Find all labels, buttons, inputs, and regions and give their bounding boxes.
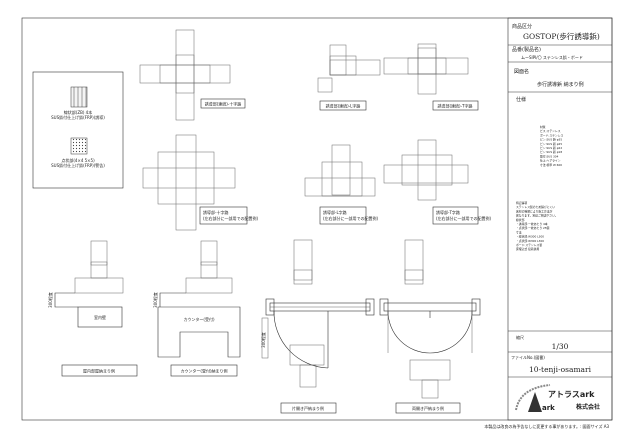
footer-note: 本製品は改良の為予告なしに変更する事があります。: 図面サイズ A3	[484, 423, 609, 429]
spec-line: 線状部	[516, 218, 525, 222]
spec-line: ・点状部:W300 L300	[516, 239, 544, 243]
dim-indoor: 300程度	[47, 292, 53, 308]
spec-line: ボード:ステンレス製	[516, 243, 542, 247]
file-value: 10-tenji-osamari	[529, 365, 592, 374]
spec-line: ピン:SUS 鋲 φ18	[540, 150, 562, 154]
line-block-sample	[70, 86, 88, 108]
caption-t-continuous: 誘導部(連続)-T字路	[437, 103, 472, 109]
caption-cross-partial-2: (左右部分に一部用での配置例)	[203, 215, 259, 221]
caption-l-continuous: 誘導部(連続)-L字路	[326, 103, 361, 109]
drawing-t-partial: 誘導部-T字路 (左右部分に一部用での配置例)	[383, 139, 492, 225]
drawing-name-value: 歩行誘導鋲 納まり例	[537, 81, 584, 88]
spec-block-2: 特記事項ステンレス製のため錆びにくい床材の種類により施工方法が異なります。別途ご…	[516, 201, 558, 251]
legend-box: 線状部(ZB) 4本 SUS鋲付仕上げ鋲(FRP)(誘導) 点状部(4×4 5×…	[32, 71, 124, 189]
scale-value: 1/30	[552, 342, 569, 351]
spec-line: ステンレス製のため錆びにくい	[516, 205, 555, 209]
spec-line: ・誘導部:一枚あたり 4本	[516, 222, 548, 226]
line-block-caption: 線状部(ZB) 4本	[64, 109, 92, 115]
spec-line: 床埋込式 接着併用	[516, 247, 539, 251]
caption-t-partial-2: (左右部分に一部用での配置例)	[436, 215, 492, 221]
svg-text:ark: ark	[542, 404, 555, 412]
drawing-l-continuous: 誘導部(連続)-L字路	[317, 44, 381, 111]
caption-t-partial: 誘導部-T字路	[436, 209, 460, 215]
product-value: ムーSIPI/〇 ステンレス鋲・ボード	[521, 54, 583, 60]
spec-line: 床材の種類により施工方法が	[516, 209, 553, 213]
file-label: ファイルNo.(図番)	[511, 354, 545, 360]
spec-line: ・線状部:W300 L300	[516, 235, 544, 239]
caption-l-partial: 誘導部-L字路	[323, 209, 347, 215]
dot-block-caption: 点状部(4×4 5×5)	[61, 157, 95, 163]
counter-label: カウンター(受付)	[183, 316, 215, 322]
drawing-indoor: 300程度 室内壁 屋内部屋納まり例	[47, 240, 138, 377]
indoor-room-label: 室内壁	[94, 314, 106, 320]
dim-single-door: 300程度	[260, 332, 266, 348]
company-logo: ark アトラスark 株式会社	[515, 384, 600, 412]
spec-line: 仕上:ヘアライン	[540, 159, 561, 163]
category-value: GOSTOP(歩行誘導鋲)	[523, 31, 600, 41]
spec-line: ピン:SUS 鋲 φ35	[540, 138, 562, 142]
drawing-name-label: 図面名	[514, 68, 529, 75]
caption-cross-partial: 誘導部-十字路	[203, 209, 228, 215]
company-name: アトラスark	[548, 390, 595, 399]
spec-line: ピン:SUS 鋲 φ22	[540, 146, 562, 150]
caption-l-partial-2: (左右部分に一部用での配置例)	[323, 215, 379, 221]
title-block: 商品区分 GOSTOP(歩行誘導鋲) 品番(製品名) ムーSIPI/〇 ステンレ…	[507, 17, 613, 421]
scale-label: 縮尺	[516, 334, 524, 340]
dot-block-sample	[70, 137, 88, 155]
product-label: 品番(製品名)	[512, 46, 541, 53]
category-label: 商品区分	[512, 23, 532, 30]
spec-line: 取付:SUS 304	[540, 154, 559, 158]
drawing-double-door: 両開き戸納まり例	[379, 239, 481, 414]
company-suffix: 株式会社	[576, 403, 600, 411]
spec-line: 寸法	[516, 230, 522, 234]
dot-block-caption-2: SUS鋲付仕上げ鋲(FRP)(警告)	[51, 162, 105, 168]
spec-label: 仕様	[516, 96, 526, 103]
drawing-t-continuous: 誘導部(連続)-T字路	[383, 43, 479, 111]
drawing-cross-continuous: 誘導部(連続)-十字路	[139, 29, 246, 121]
caption-cross-continuous: 誘導部(連続)-十字路	[205, 101, 242, 107]
spec-line: 異なります。別途ご相談下さい。	[516, 214, 558, 218]
caption-single-door: 片開き戸納まり例	[292, 405, 324, 411]
dim-counter: 300程度	[152, 292, 158, 308]
caption-indoor: 屋内部屋納まり例	[83, 368, 115, 374]
caption-counter: カウンター(受付)納まり例	[180, 368, 227, 374]
spec-line: ピン:SUS 鋲 φ25	[540, 142, 562, 146]
spec-line: ビス:ステンレス	[540, 129, 561, 133]
caption-double-door: 両開き戸納まり例	[412, 405, 444, 411]
spec-line: ・点状部:一枚あたり 25個	[516, 226, 550, 230]
drawing-l-partial: 誘導部-L字路 (左右部分に一部用での配置例)	[304, 144, 379, 225]
drawing-single-door: 300程度 片開き戸納まり例	[260, 239, 375, 414]
drawing-cross-partial: 誘導部-十字路 (左右部分に一部用での配置例)	[142, 134, 259, 231]
spec-line: 材質	[540, 125, 546, 129]
drawing-counter: 300程度 カウンター(受付) カウンター(受付)納まり例	[152, 240, 241, 377]
spec-line: ボード:ステンレス	[540, 133, 564, 137]
line-block-caption-2: SUS鋲付仕上げ鋲(FRP)(誘導)	[51, 114, 105, 120]
spec-line: 特記事項	[516, 201, 527, 205]
spec-line: 寸法:標準 W 600	[540, 163, 562, 167]
